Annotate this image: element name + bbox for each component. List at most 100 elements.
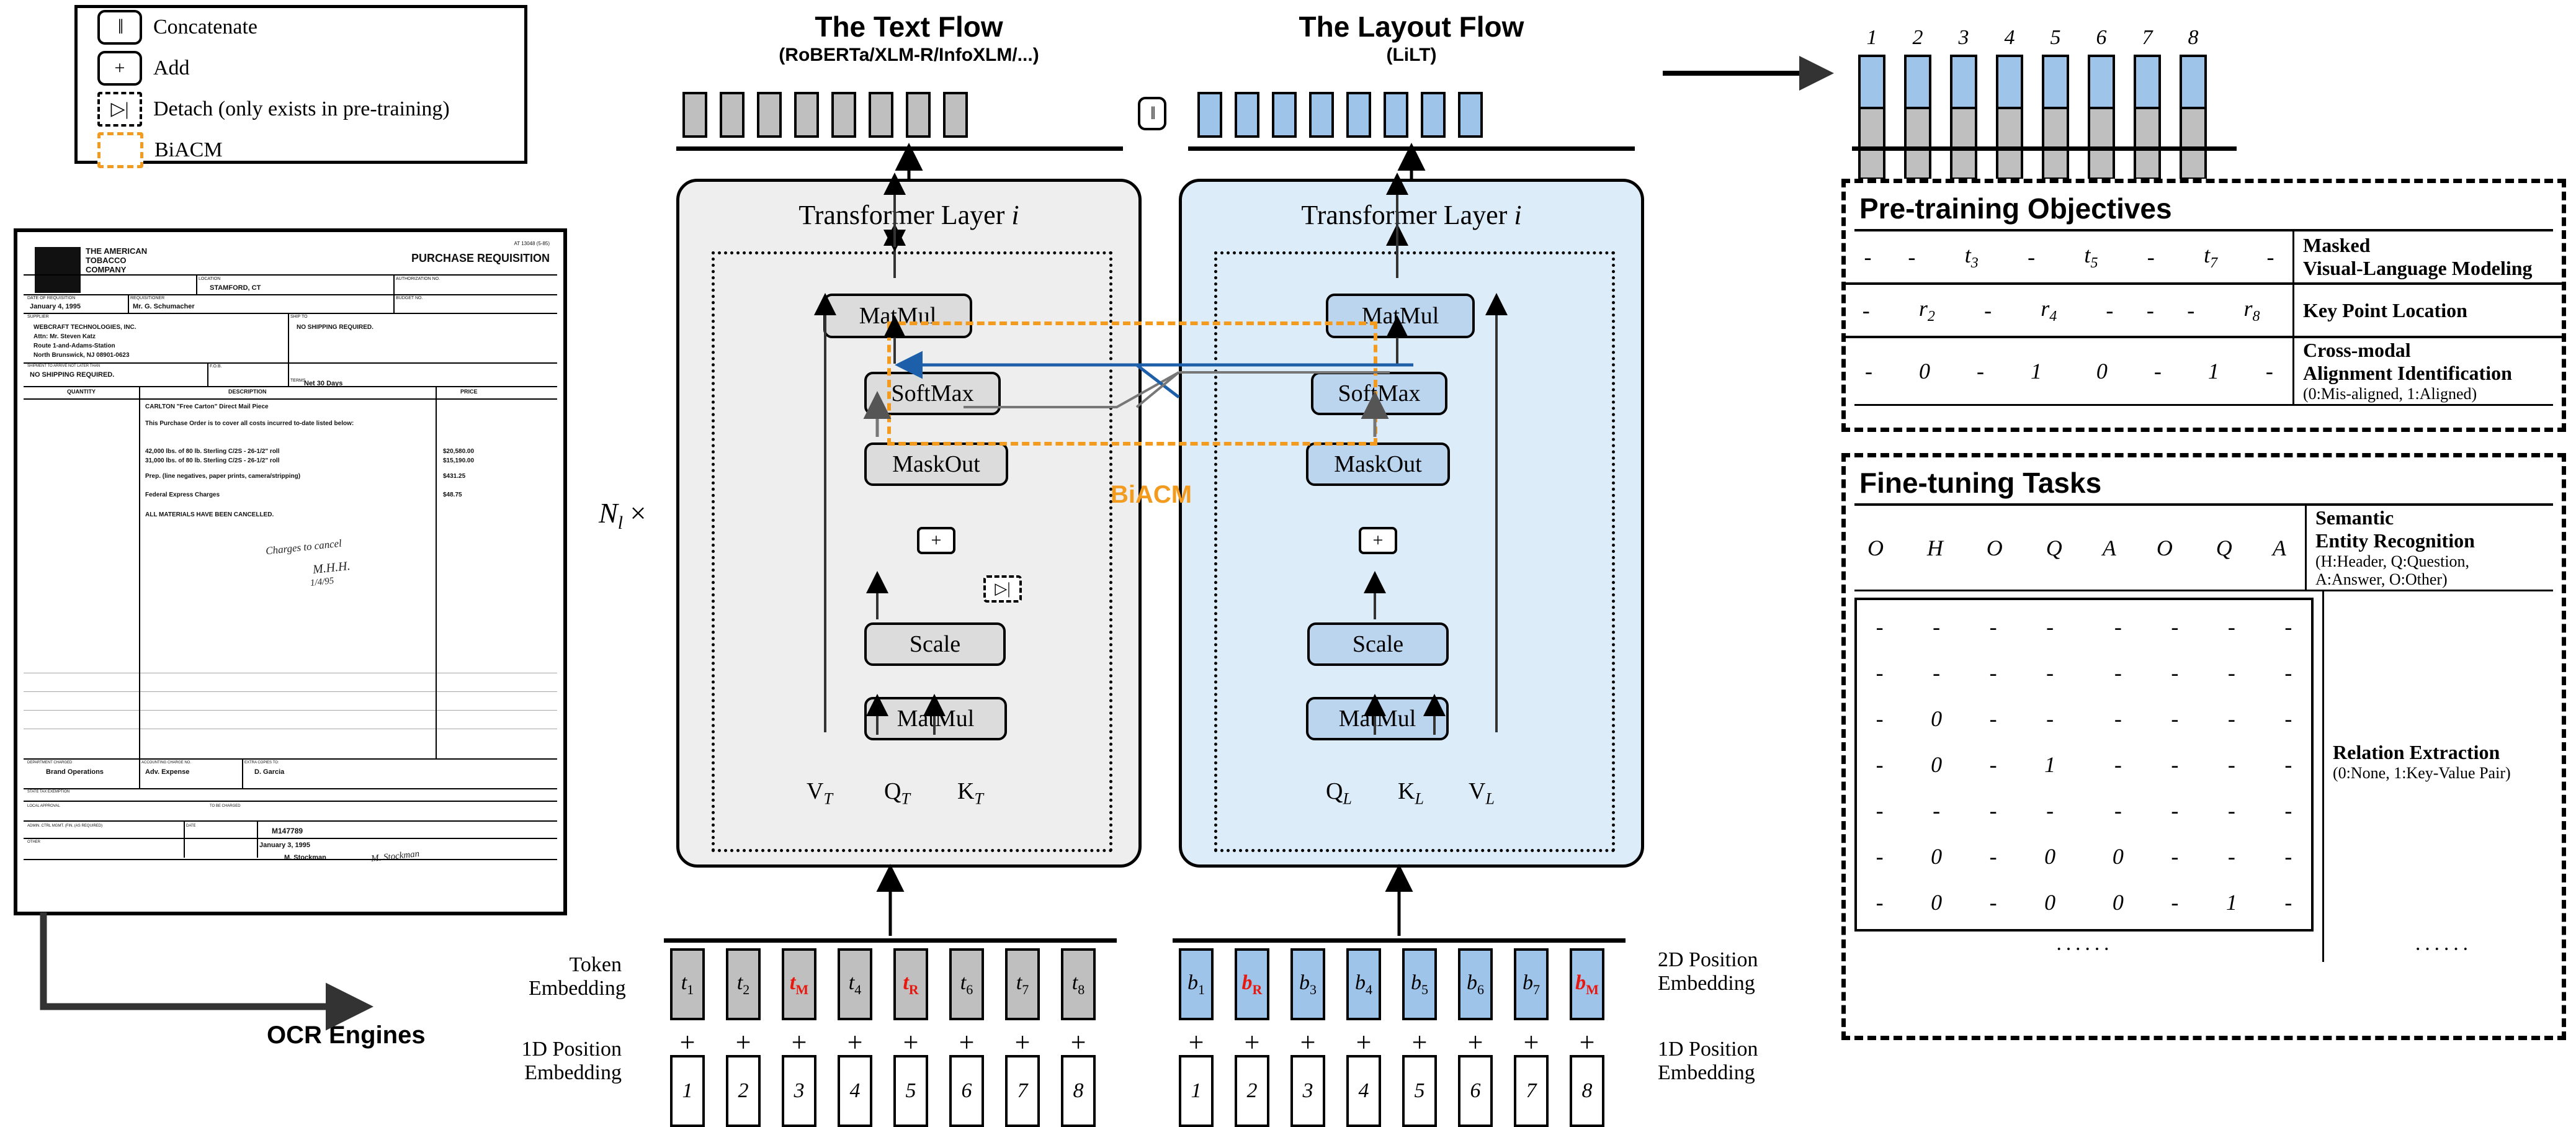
relation-matrix-cell: 0 [2112,844,2124,869]
pretraining-cell: - [1862,298,1870,323]
plus-operator: + [1579,1027,1595,1057]
bar-column: 2 [1904,26,1931,180]
token-embedding-label: Token Embedding [529,953,626,1000]
relation-matrix-cell: - [1989,752,1997,778]
text-input-v: VT [807,778,833,808]
stacked-bar [1996,55,2023,180]
re-table: -----------------0-------0-1------------… [1846,591,2562,963]
layout-input-v: VL [1469,778,1495,808]
text-detach-node: ▷| [983,575,1022,603]
doc-row-0-desc: CARLTON "Free Carton" Direct Mail Piece [145,403,269,410]
pretraining-cell: - [2266,245,2274,270]
plus-operator: + [1014,1027,1031,1057]
plus-operator: + [679,1027,695,1057]
doc-value-date-req: January 4, 1995 [30,303,81,310]
layout-add-node: + [1359,527,1397,554]
pretraining-cell: r2 [1918,296,1935,325]
relation-matrix-cell: - [1933,614,1941,640]
position-embedding-cell: 2 [726,1055,761,1127]
relation-matrix-cell: 0 [1931,752,1943,778]
plus-operator: + [1188,1027,1204,1057]
doc-label-supplier: SUPPLIER [27,315,49,319]
pretraining-cell: - [2028,245,2036,270]
relation-matrix-cell: - [2171,890,2179,915]
stacked-bar [1858,55,1885,180]
bar-label: 1 [1866,26,1877,49]
doc-label-date-req: DATE OF REQUISITION [27,296,76,300]
embedding-cell: tM [782,948,816,1020]
bar-segment-text [1952,106,1975,177]
relation-matrix-cell: - [2284,798,2292,824]
pretraining-cell: - [2106,298,2114,323]
output-token-cell [831,92,856,138]
layer-repeat-label: Nl × [599,497,646,534]
concatenate-icon: ‖ [97,10,142,45]
relation-matrix-cell: - [2284,844,2292,869]
text-add-node: + [917,527,955,554]
doc-label-acct: ACCOUNTING CHARGE NO. [141,761,192,765]
stacked-bar [1904,55,1931,180]
layout-output-token-row [1197,92,1483,138]
pretraining-cell: r8 [2243,296,2260,325]
ser-entity-label: O [1867,535,1884,560]
pretraining-cell: - [1977,359,1985,384]
doc-label-fob: F.O.B. [210,364,222,369]
ser-entity-label: Q [2046,535,2062,560]
company-logo [35,247,81,293]
doc-label-localapproval: LOCAL APPROVAL [27,804,60,808]
relation-matrix-cell: - [2171,798,2179,824]
relation-matrix-cell: - [2114,752,2122,778]
bar-segment-text [1998,106,2021,177]
position-embedding-cell: 5 [893,1055,928,1127]
pretraining-cell: 0 [1919,359,1931,384]
text-flow-title-main: The Text Flow [815,11,1003,43]
legend-item-biacm: BiACM [97,131,524,169]
plus-operator: + [959,1027,975,1057]
text-output-token-row [682,92,968,138]
bar-column: 1 [1858,26,1885,180]
barchart-underline [1852,146,2237,151]
detach-icon: ▷| [97,92,142,127]
legend-item-concatenate: ‖ Concatenate [97,8,524,47]
relation-matrix-cell: - [1989,660,1997,686]
relation-matrix-cell: - [2171,752,2179,778]
layout-attention-dotted-box [1214,251,1615,852]
position-embedding-cell: 3 [782,1055,816,1127]
relation-matrix-cell: - [1876,752,1884,778]
relation-matrix-cell: - [2284,890,2292,915]
output-token-cell [1421,92,1446,138]
plus-operator: + [1411,1027,1428,1057]
doc-value-arrive: NO SHIPPING REQUIRED. [30,371,115,379]
pretraining-cell: t5 [2084,243,2098,272]
re-ellipsis-right: ······ [2322,932,2562,963]
relation-matrix-cell: 1 [2225,890,2237,915]
doc-value-terms: Net 30 Days [304,380,343,387]
layout-op-matmul-bottom: MatMul [1306,697,1449,740]
embedding-cell: b3 [1290,948,1325,1020]
relation-matrix-cell: - [1933,660,1941,686]
biacm-label: BiACM [1111,481,1192,508]
position-embedding-cell: 4 [1346,1055,1381,1127]
pretraining-cell: - [1984,298,1992,323]
doc-th-description: DESCRIPTION [228,388,267,395]
add-icon: + [97,51,142,86]
bar-column: 8 [2180,26,2207,180]
pretraining-cell: - [1865,359,1873,384]
ser-entity-label: O [2156,535,2173,560]
bar-segment-layout [2044,57,2067,107]
finetuning-title: Fine-tuning Tasks [1859,467,2102,499]
doc-label-location: LOCATION [199,277,221,281]
legend-box: ‖ Concatenate + Add ▷| Detach (only exis… [74,5,527,168]
relation-matrix-cell: - [2171,706,2179,732]
doc-label-auth: AUTHORIZATION NO. [396,277,441,281]
doc-handwriting-3: 1/4/95 [310,576,335,588]
doc-company: THE AMERICAN TOBACCO COMPANY [86,246,148,274]
bar-segment-layout [2090,57,2113,107]
relation-matrix-cell: - [2284,706,2292,732]
